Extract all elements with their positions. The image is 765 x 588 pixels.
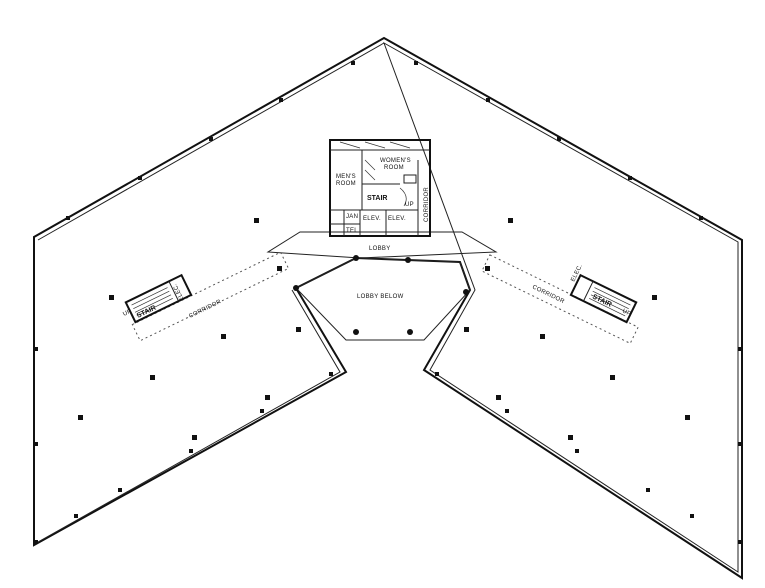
column [464,327,469,332]
column [405,257,411,263]
column [738,347,742,351]
womens-room-label-2: ROOM [384,165,404,171]
column [138,176,142,180]
tel-label: TEL [346,228,358,234]
column [407,329,413,335]
column [685,415,690,420]
column [508,218,513,223]
column [296,327,301,332]
elev-label-1: ELEV. [363,216,381,222]
column [277,266,282,271]
column [150,375,155,380]
column [496,395,501,400]
building-outline-inner [383,41,739,573]
lobby-platform [266,231,498,259]
column [738,540,742,544]
column [254,218,259,223]
column [485,266,490,271]
elev-label-2: ELEV. [388,216,406,222]
column [109,295,114,300]
core-corridor-label: CORRIDOR [424,187,430,222]
column [34,540,38,544]
column [353,329,359,335]
core-detail [339,141,411,207]
column [699,216,703,220]
core-fixture [403,174,417,184]
mens-room-label-2: ROOM [336,181,356,187]
column [628,176,632,180]
column [279,98,283,102]
column [351,61,355,65]
lobby-below-label: LOBBY BELOW [357,294,404,300]
column [557,137,561,141]
column [221,334,226,339]
column [463,289,469,295]
right-corridor-label: CORRIDOR [531,284,565,305]
column [486,98,490,102]
left-corridor-label: CORRIDOR [188,299,222,320]
column [652,295,657,300]
building-outline [33,36,743,580]
column [66,216,70,220]
column [575,449,579,453]
womens-room-label: WOMEN'S [380,158,411,164]
right-up-label: UP [621,308,632,317]
column [34,347,38,351]
column [260,409,264,413]
column [610,375,615,380]
column [435,372,439,376]
right-stair-core [569,273,638,324]
column [414,61,418,65]
core-up-label: UP [405,202,414,208]
left-up-label: UP [122,308,133,317]
column [738,442,742,446]
structural-columns [34,61,742,544]
column [568,435,573,440]
column [329,372,333,376]
column [265,395,270,400]
column [353,255,359,261]
column [505,409,509,413]
column [192,435,197,440]
lobby-label: LOBBY [369,246,391,252]
column [209,137,213,141]
column [540,334,545,339]
mens-room-label: MEN'S [336,174,356,180]
column [646,488,650,492]
outline-inner-left [37,289,341,543]
left-stair-core [124,273,193,324]
column [189,449,193,453]
column [74,514,78,518]
jan-label: JAN [346,214,358,220]
outline-inner-top-left [37,42,385,241]
column [690,514,694,518]
right-corridor [481,254,639,345]
column [293,285,299,291]
column [118,488,122,492]
core-block [329,139,431,237]
column [34,442,38,446]
core-stair-label: STAIR [367,195,387,202]
left-corridor [131,251,290,342]
column [78,415,83,420]
